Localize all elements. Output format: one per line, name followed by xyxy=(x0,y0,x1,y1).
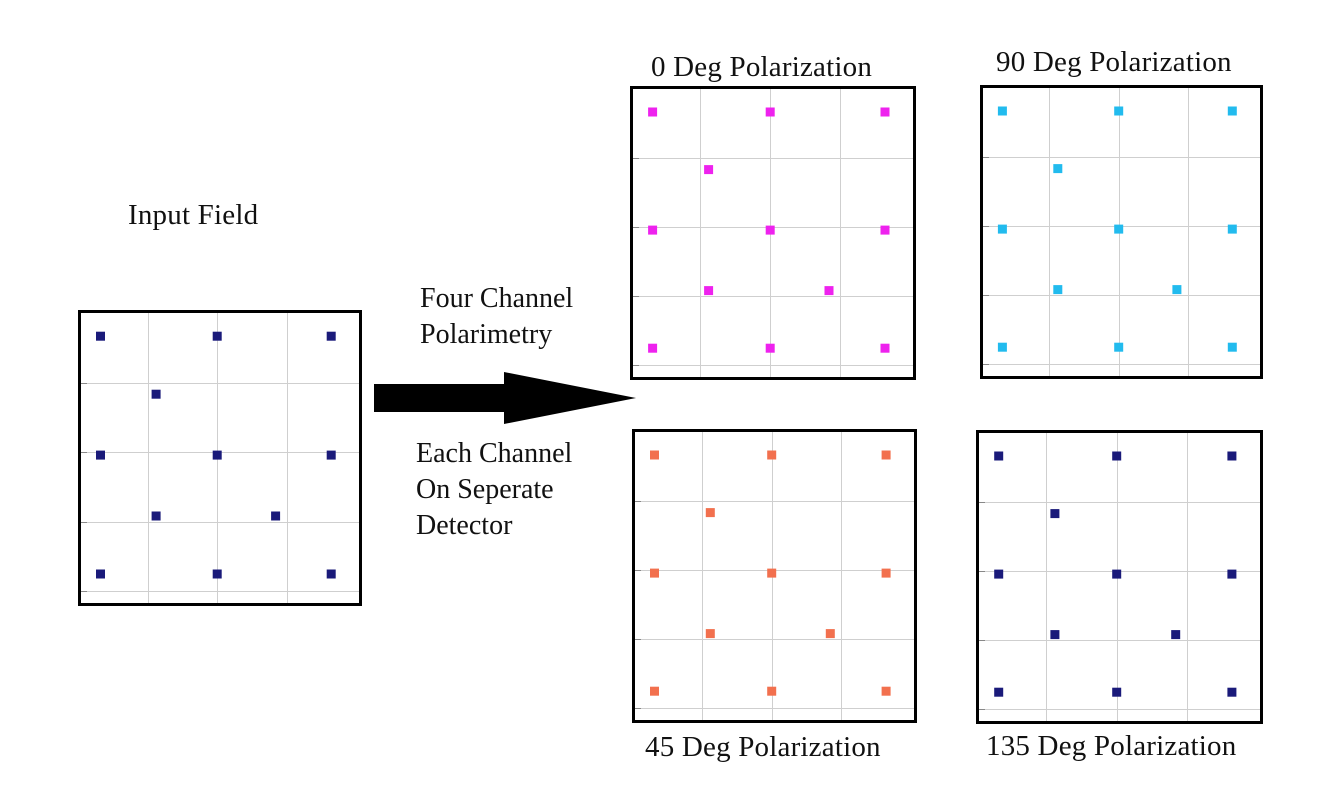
spot-marker xyxy=(1114,224,1124,234)
spot-marker xyxy=(650,686,659,696)
spot-marker xyxy=(994,451,1004,461)
panel-plot xyxy=(81,313,359,603)
spot-marker xyxy=(650,450,659,460)
spot-marker xyxy=(1114,342,1124,352)
spot-marker xyxy=(997,224,1007,234)
panel-plot xyxy=(633,89,913,377)
panel-title-pol135: 135 Deg Polarization xyxy=(986,730,1237,762)
spot-marker xyxy=(1053,285,1063,295)
spot-marker xyxy=(997,342,1007,352)
spot-marker xyxy=(1053,164,1063,174)
spot-marker xyxy=(212,450,222,460)
each-channel-label: Each Channel On Seperate Detector xyxy=(416,436,572,544)
spot-marker xyxy=(704,165,714,175)
spot-marker xyxy=(1227,342,1237,352)
spot-marker xyxy=(151,389,161,399)
spot-marker xyxy=(326,450,336,460)
pol0-panel xyxy=(630,86,916,380)
spot-marker xyxy=(1172,285,1182,295)
spot-marker xyxy=(151,511,161,521)
spot-marker xyxy=(326,331,336,341)
pol135-panel xyxy=(976,430,1263,724)
spot-marker xyxy=(994,569,1004,579)
spot-marker xyxy=(648,107,658,117)
four-channel-line-1: Four Channel xyxy=(420,283,574,314)
spot-marker xyxy=(994,687,1004,697)
panel-title-pol0: 0 Deg Polarization xyxy=(651,51,873,83)
spot-marker xyxy=(765,343,775,353)
pol45-panel xyxy=(632,429,917,723)
spot-marker xyxy=(1227,569,1237,579)
spot-marker xyxy=(1050,630,1060,640)
spot-marker xyxy=(1112,451,1122,461)
spot-marker xyxy=(767,450,777,460)
spot-marker xyxy=(765,107,775,117)
spot-marker xyxy=(1227,224,1237,234)
spot-marker xyxy=(648,343,658,353)
spot-marker xyxy=(271,511,281,521)
spot-marker xyxy=(1112,569,1122,579)
arrow-right-icon xyxy=(374,372,636,424)
spot-marker xyxy=(881,450,891,460)
input-field-label: Input Field xyxy=(128,199,259,231)
each-channel-line-3: Detector xyxy=(416,510,513,541)
spot-marker xyxy=(212,569,222,579)
spot-marker xyxy=(881,686,891,696)
spot-marker xyxy=(767,686,777,696)
panel-plot xyxy=(635,432,914,720)
spot-marker xyxy=(1114,106,1124,116)
spot-marker xyxy=(96,331,105,341)
panel-title-pol45: 45 Deg Polarization xyxy=(645,731,881,763)
spot-marker xyxy=(880,107,890,117)
spot-marker xyxy=(704,286,714,296)
input-field-panel xyxy=(78,310,362,606)
four-channel-label: Four Channel Polarimetry xyxy=(420,281,573,353)
spot-marker xyxy=(650,568,659,578)
panel-plot xyxy=(983,88,1260,376)
spot-marker xyxy=(765,225,775,235)
spot-marker xyxy=(825,629,835,639)
arrow-shape xyxy=(374,372,636,424)
each-channel-line-2: On Seperate xyxy=(416,474,554,505)
spot-marker xyxy=(1227,451,1237,461)
spot-marker xyxy=(880,343,890,353)
spot-marker xyxy=(96,450,105,460)
spot-marker xyxy=(96,569,105,579)
spot-marker xyxy=(648,225,658,235)
spot-marker xyxy=(705,508,715,518)
pol90-panel xyxy=(980,85,1263,379)
spot-marker xyxy=(1050,509,1060,519)
spot-marker xyxy=(997,106,1007,116)
each-channel-line-1: Each Channel xyxy=(416,438,573,469)
spot-marker xyxy=(212,331,222,341)
spot-marker xyxy=(767,568,777,578)
spot-marker xyxy=(1227,687,1237,697)
spot-marker xyxy=(1112,687,1122,697)
spot-marker xyxy=(326,569,336,579)
spot-marker xyxy=(1227,106,1237,116)
four-channel-line-2: Polarimetry xyxy=(420,319,553,350)
spot-marker xyxy=(824,286,834,296)
spot-marker xyxy=(880,225,890,235)
panel-plot xyxy=(979,433,1260,721)
panel-title-pol90: 90 Deg Polarization xyxy=(996,46,1232,78)
spot-marker xyxy=(881,568,891,578)
spot-marker xyxy=(705,629,715,639)
spot-marker xyxy=(1171,630,1181,640)
